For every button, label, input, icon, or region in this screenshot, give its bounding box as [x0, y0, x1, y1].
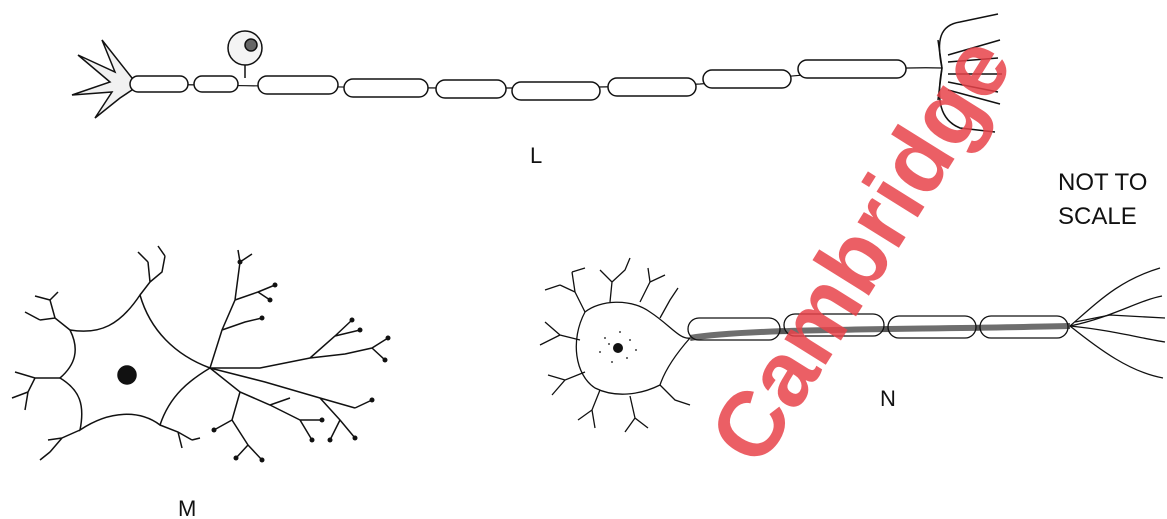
neuron-m-axon: [210, 320, 388, 368]
neuron-l-dendrite-tip: [72, 40, 132, 118]
label-neuron-l: L: [530, 143, 542, 168]
scale-note-line2: SCALE: [1058, 203, 1137, 230]
neuron-l-nucleus: [245, 39, 257, 51]
neuron-m-terminal-bulbs: [212, 260, 391, 463]
neuron-m: [12, 246, 391, 463]
neuron-m-cell-body: [60, 295, 210, 430]
neuron-n-cell-body: [576, 302, 690, 394]
neuron-l-myelin-sheath: [130, 60, 906, 100]
scale-note-line1: NOT TO: [1058, 169, 1147, 196]
neuron-m-nucleus: [118, 366, 136, 384]
label-neuron-m: M: [178, 496, 196, 519]
neuron-n-axon-terminal: [1070, 268, 1165, 378]
neuron-l: [72, 14, 1002, 132]
label-neuron-n: N: [880, 386, 896, 411]
